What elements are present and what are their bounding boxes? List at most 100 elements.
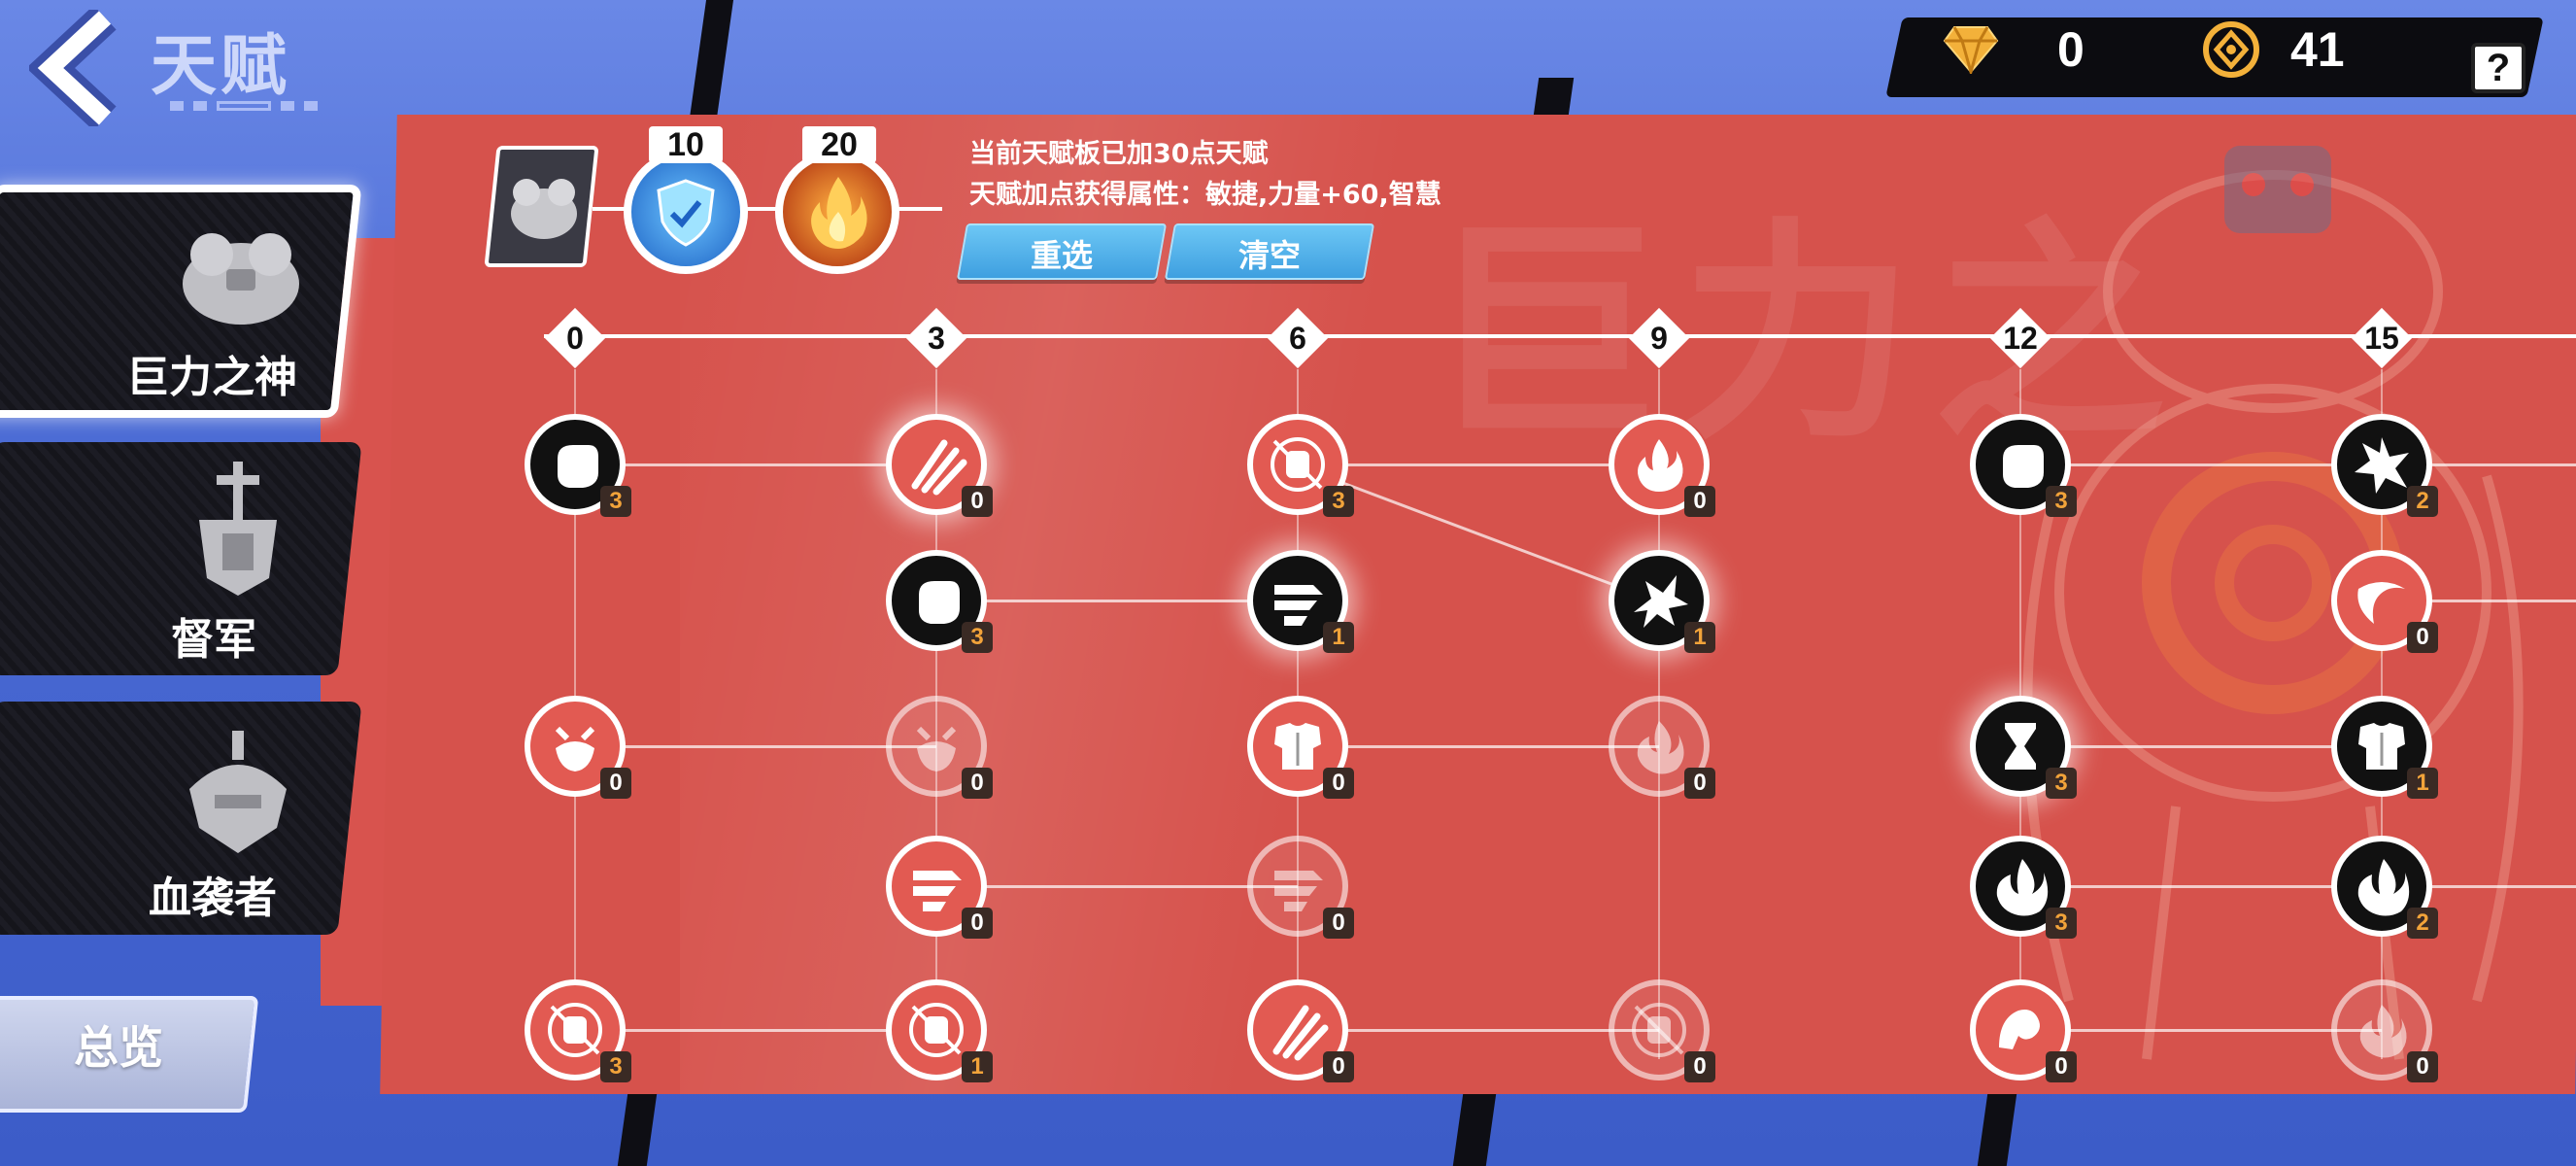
talent-node[interactable] (1247, 414, 1348, 515)
talent-points-badge: 0 (962, 768, 993, 799)
talent-points-badge: 0 (1684, 1051, 1715, 1082)
shield-icon (657, 179, 715, 247)
talent-node[interactable] (1970, 836, 2071, 937)
talent-link (2382, 885, 2576, 888)
back-button[interactable] (26, 5, 126, 131)
help-button[interactable]: ? (2471, 43, 2525, 93)
tier-number: 0 (566, 321, 584, 356)
coin-currency: 41 (2203, 21, 2345, 78)
clear-button-label: 清空 (1237, 237, 1301, 274)
claw-strike-icon (911, 439, 967, 496)
talent-link (1298, 745, 1659, 748)
talent-points-badge: 0 (1323, 1051, 1354, 1082)
tier-marker: 6 (1267, 307, 1329, 369)
talent-points-badge: 3 (2046, 908, 2077, 939)
tier-number: 15 (2364, 321, 2399, 356)
fire-swirl-icon (1637, 721, 1684, 774)
talent-link (1298, 1029, 1659, 1032)
talent-points-badge: 1 (1323, 622, 1354, 653)
warlord-hero-icon (199, 462, 277, 596)
wind-dash-icon (1274, 585, 1323, 626)
blaze-icon (2357, 859, 2410, 916)
tier-number: 9 (1650, 321, 1668, 356)
talent-points-badge: 0 (962, 908, 993, 939)
hourglass-icon (2005, 723, 2036, 770)
talent-link (936, 885, 1298, 888)
talent-points-badge: 3 (962, 622, 993, 653)
talent-node[interactable] (1247, 696, 1348, 797)
chevron-left-icon (26, 5, 117, 131)
title-decoration (170, 101, 345, 115)
talent-node[interactable] (886, 414, 987, 515)
armor-icon (2358, 723, 2405, 770)
talent-node[interactable] (2331, 979, 2432, 1080)
talent-node[interactable] (1970, 414, 2071, 515)
talent-points-badge: 0 (2407, 1051, 2438, 1082)
sidebar-item-label: 督军 (171, 615, 256, 665)
talent-points-badge: 3 (1323, 486, 1354, 517)
talent-link (936, 600, 1298, 602)
talent-points-badge: 3 (600, 486, 631, 517)
talent-node[interactable] (886, 979, 987, 1080)
flex-arm-icon (1999, 1010, 2040, 1049)
orb-connector (593, 207, 942, 211)
brute-hero-icon (183, 233, 299, 325)
shield-orb[interactable] (624, 150, 748, 274)
page-title: 天赋 (151, 28, 291, 105)
talent-points-badge: 0 (1684, 486, 1715, 517)
sidebar-item-label: 巨力之神 (126, 353, 297, 402)
tier-number: 3 (928, 321, 945, 356)
talent-link (2020, 1029, 2382, 1032)
diamond-currency: 0 (1943, 21, 2085, 78)
talent-points-badge: 0 (2407, 622, 2438, 653)
talent-link (2020, 745, 2382, 748)
slash-icon (2357, 582, 2405, 624)
tier-marker: 15 (2351, 307, 2413, 369)
tier-marker: 0 (544, 307, 606, 369)
fist-target-icon (1271, 437, 1325, 492)
talent-node[interactable] (1609, 979, 1710, 1080)
shatter-icon (2355, 437, 2409, 494)
flame-orb-value: 20 (802, 126, 876, 163)
fist-target-icon (909, 1003, 964, 1057)
talent-node[interactable] (1970, 979, 2071, 1080)
talent-node[interactable] (525, 979, 626, 1080)
talent-link (2382, 600, 2576, 602)
talent-node[interactable] (1609, 414, 1710, 515)
talent-link (575, 1029, 936, 1032)
rage-icon (916, 726, 957, 772)
talent-points-badge: 3 (600, 1051, 631, 1082)
talent-points-badge: 1 (962, 1051, 993, 1082)
fire-swirl-icon (2359, 1005, 2407, 1058)
tier-marker: 12 (1989, 307, 2051, 369)
reset-button-label: 重选 (1030, 237, 1093, 274)
talent-points-badge: 0 (1323, 908, 1354, 939)
flame-orb[interactable] (775, 150, 899, 274)
talent-points-badge: 1 (1684, 622, 1715, 653)
fist-icon (919, 581, 960, 624)
talent-points-badge: 0 (962, 486, 993, 517)
talent-points-badge: 0 (1323, 768, 1354, 799)
fist-target-icon (548, 1003, 602, 1057)
talent-points-info: 当前天赋板已加30点天赋 (969, 139, 1269, 169)
talent-points-badge: 0 (2046, 1051, 2077, 1082)
tier-timeline (544, 334, 2576, 338)
fist-icon (558, 445, 598, 488)
coin-amount: 41 (2290, 22, 2345, 77)
gem-icon (1943, 26, 1999, 74)
diamond-amount: 0 (2057, 22, 2085, 77)
talent-link (2020, 463, 2382, 466)
talent-link (1298, 463, 1659, 466)
talent-node[interactable] (2331, 414, 2432, 515)
talent-points-badge: 2 (2407, 908, 2438, 939)
flame-icon (811, 177, 867, 249)
talent-points-badge: 2 (2407, 486, 2438, 517)
talent-points-badge: 1 (2407, 768, 2438, 799)
talent-attributes-info: 天赋加点获得属性：敏捷,力量+60,智慧 (969, 180, 1441, 210)
wind-dash-icon (1274, 871, 1323, 911)
talent-link (2020, 885, 2382, 888)
tier-number: 6 (1289, 321, 1306, 356)
wind-dash-icon (913, 871, 962, 911)
coin-icon (2203, 21, 2259, 78)
talent-link (2382, 463, 2576, 466)
